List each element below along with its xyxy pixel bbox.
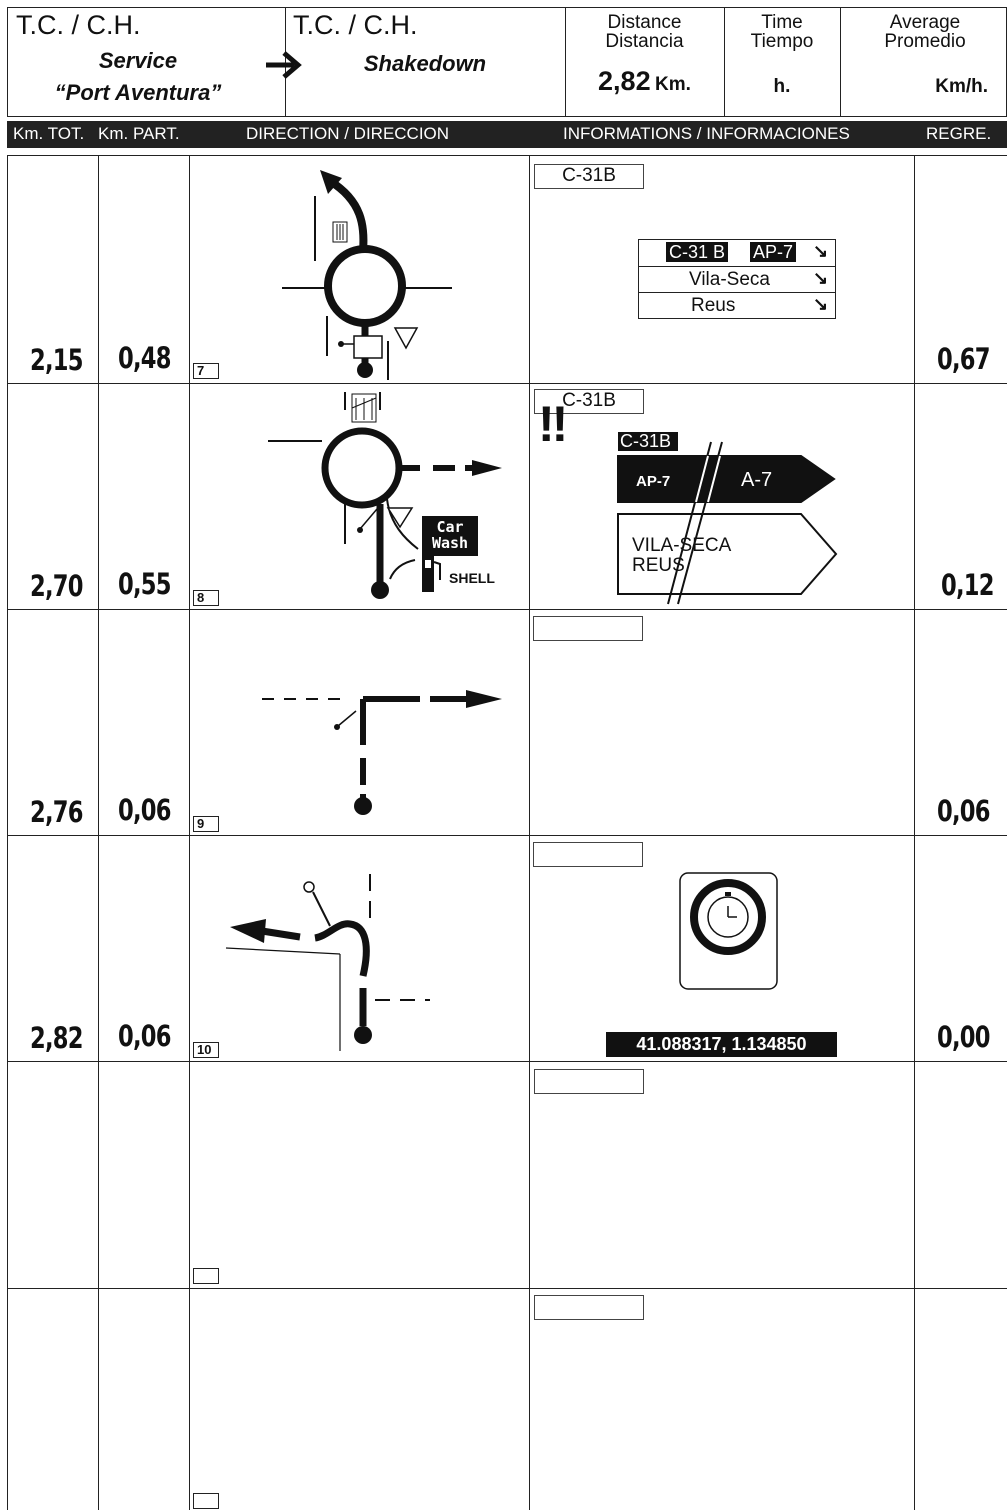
step-number: 9 [193, 816, 219, 832]
sign-tag-c31b: C-31B [620, 431, 671, 451]
time-unit: h. [773, 76, 791, 97]
road-box [534, 1069, 644, 1094]
destination: Shakedown [363, 51, 487, 76]
step-number: 10 [193, 1042, 219, 1058]
arrow-down-right-icon: ↘ [813, 268, 829, 288]
avg-label-es: Promedio [884, 31, 966, 52]
avg-unit: Km/h. [935, 76, 988, 97]
arrow-down-right-icon: ↘ [813, 294, 829, 314]
km-tot: 2,15 [30, 343, 83, 377]
arrow-down-right-icon: ↘ [813, 241, 829, 261]
col-regre: REGRE. [926, 124, 992, 143]
time-label-en: Time [761, 12, 803, 33]
distance-unit: Km. [655, 74, 691, 95]
road-box: C-31B [534, 164, 644, 189]
t-junction-diagram [262, 690, 502, 815]
col-info: INFORMATIONS / INFORMACIONES [563, 124, 850, 143]
tc-left: T.C. / C.H. [16, 10, 141, 40]
step-number [193, 1493, 219, 1509]
avg-label-en: Average [889, 12, 961, 33]
fuel-brand: SHELL [449, 570, 495, 586]
left-turn-diagram [225, 874, 430, 1051]
regre: 0,12 [941, 568, 994, 602]
regre: 0,67 [937, 342, 990, 376]
step-number: 7 [193, 363, 219, 379]
col-km-part: Km. PART. [98, 124, 180, 143]
gps-coordinates: 41.088317, 1.134850 [606, 1032, 837, 1057]
regre: 0,06 [937, 794, 990, 828]
stopwatch-icon [679, 872, 778, 990]
sign-left: AP-7 [636, 473, 670, 490]
km-tot: 2,82 [30, 1021, 83, 1055]
roundabout-diagram [282, 170, 452, 380]
km-part: 0,06 [118, 1019, 171, 1053]
distance-label-en: Distance [607, 12, 682, 33]
road-box [533, 616, 643, 641]
time-label-es: Tiempo [750, 31, 814, 52]
col-direction: DIRECTION / DIRECCION [246, 124, 450, 143]
distance-value: 2,82 [598, 66, 651, 96]
service-line1: Service [98, 48, 178, 73]
service-line2: “Port Aventura” [54, 80, 222, 105]
sign-tag-ap7: AP-7 [750, 242, 797, 262]
km-part: 0,06 [118, 793, 171, 827]
road-box [534, 1295, 644, 1320]
car-wash-line1: Car [436, 518, 464, 536]
sign-dest2: REUS [632, 555, 685, 576]
roundabout-exit-diagram: SHELL [268, 392, 502, 599]
distance-label-es: Distancia [605, 31, 684, 52]
direction-sign: C-31 B AP-7 ↘ Vila-Seca ↘ Reus ↘ [638, 239, 836, 319]
car-wash-line2: Wash [431, 534, 469, 552]
car-wash-sign: Car Wash [422, 516, 478, 556]
distance-value-group: 2,82 Km. [565, 66, 724, 97]
column-header-band: Km. TOT. Km. PART. DIRECTION / DIRECCION… [7, 121, 1007, 148]
road-box [533, 842, 643, 867]
sign-dest1: VILA-SECA [632, 535, 732, 556]
arrow-right-icon [266, 51, 302, 79]
col-km-tot: Km. TOT. [13, 124, 85, 143]
km-tot: 2,76 [30, 795, 83, 829]
km-tot: 2,70 [30, 569, 83, 603]
km-part: 0,55 [118, 567, 171, 601]
sign-tag-c31b: C-31 B [666, 242, 729, 262]
sign-line-vilaseca: Vila-Seca [689, 269, 770, 290]
sign-right: A-7 [741, 469, 772, 491]
sign-line-reus: Reus [691, 295, 736, 316]
road-box: C-31B [534, 389, 644, 414]
regre: 0,00 [937, 1020, 990, 1054]
step-number [193, 1268, 219, 1284]
warning-marks: !! [538, 396, 568, 452]
tc-right: T.C. / C.H. [293, 10, 418, 40]
motorway-sign: C-31B AP-7 A-7 VILA-SECA REUS [617, 431, 838, 605]
km-part: 0,48 [118, 341, 171, 375]
step-number: 8 [193, 590, 219, 606]
